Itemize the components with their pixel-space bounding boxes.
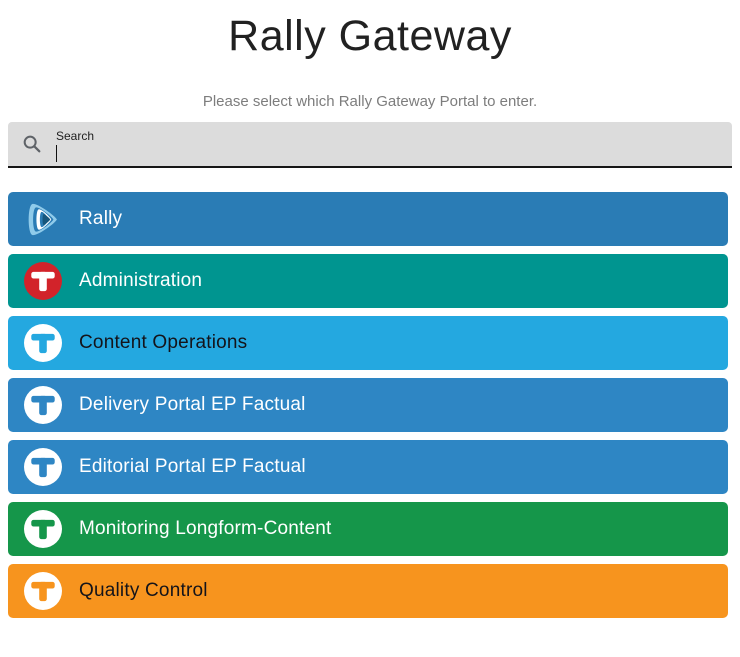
portal-row-rally[interactable]: Rally [8, 192, 728, 246]
t-logo-icon [24, 324, 62, 362]
t-logo-icon [24, 448, 62, 486]
portal-row-administration[interactable]: Administration [8, 254, 728, 308]
search-field: Search [56, 125, 720, 163]
search-input-row [56, 143, 720, 163]
t-logo-icon [24, 386, 62, 424]
page-subtitle: Please select which Rally Gateway Portal… [202, 93, 538, 110]
portal-label: Rally [79, 208, 123, 229]
portal-label: Quality Control [79, 580, 208, 601]
search-label: Search [56, 129, 95, 143]
t-logo-icon [24, 510, 62, 548]
portal-label: Delivery Portal EP Factual [79, 394, 306, 415]
portal-row-editorial-portal[interactable]: Editorial Portal EP Factual [8, 440, 728, 494]
t-logo-icon [24, 262, 62, 300]
search-icon [20, 132, 44, 156]
portal-label: Editorial Portal EP Factual [79, 456, 306, 477]
portal-label: Content Operations [79, 332, 248, 353]
page-title: Rally Gateway [228, 12, 512, 60]
portal-list: Rally Administration Content Operations [8, 192, 728, 618]
search-bar[interactable]: Search [8, 122, 732, 168]
portal-label: Monitoring Longform-Content [79, 518, 332, 539]
portal-row-monitoring[interactable]: Monitoring Longform-Content [8, 502, 728, 556]
portal-row-delivery-portal[interactable]: Delivery Portal EP Factual [8, 378, 728, 432]
portal-row-quality-control[interactable]: Quality Control [8, 564, 728, 618]
portal-label: Administration [79, 270, 203, 291]
portal-row-content-operations[interactable]: Content Operations [8, 316, 728, 370]
t-logo-icon [24, 572, 62, 610]
search-input[interactable] [57, 144, 720, 162]
rally-logo-icon [24, 200, 62, 238]
text-caret [56, 144, 57, 162]
